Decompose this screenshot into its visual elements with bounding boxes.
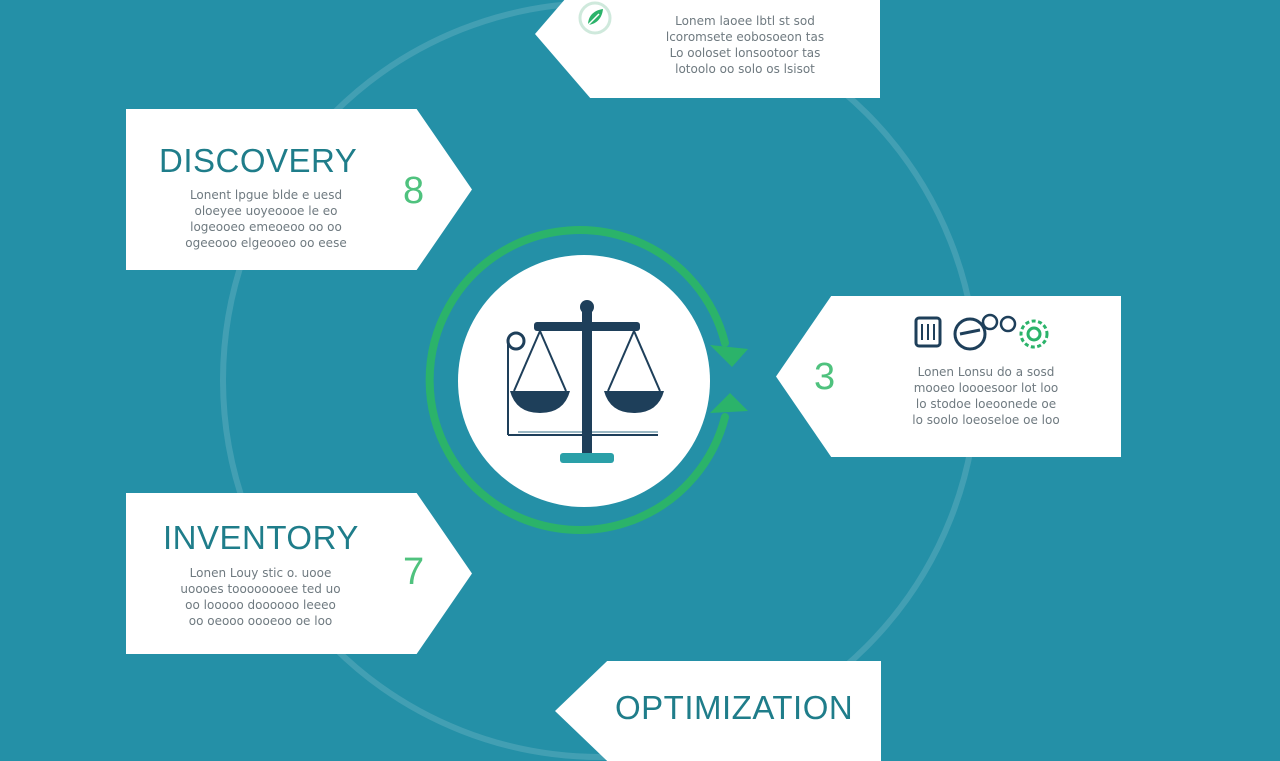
step-description-line: lcoromsete eobosoeon tas bbox=[665, 30, 825, 44]
step-description-line: uoooes toooooooee ted uo bbox=[180, 582, 341, 596]
step-card-right: 3 Lonen Lonsu do a sosd mooeo loooesoor … bbox=[776, 296, 1121, 457]
step-title: DISCOVERY bbox=[159, 142, 358, 179]
step-card-top: Lonem laoee lbtl st sod lcoromsete eobos… bbox=[535, 0, 880, 98]
step-title: OPTIMIZATION bbox=[615, 689, 854, 726]
step-description-line: mooeo loooesoor lot loo bbox=[913, 381, 1059, 395]
step-number: 3 bbox=[814, 356, 836, 398]
step-description: Lonen Lonsu do a sosd mooeo loooesoor lo… bbox=[876, 364, 1096, 428]
step-number: 8 bbox=[403, 170, 425, 212]
step-description-line: lotoolo oo solo os lsisot bbox=[675, 62, 815, 76]
step-description: Lonen Louy stic o. uooe uoooes toooooooe… bbox=[148, 565, 373, 629]
cycle-arrows-icon bbox=[425, 226, 748, 534]
step-description-line: oo oeooo oooeoo oe loo bbox=[188, 614, 333, 628]
step-description-line: lo stodoe loeoonede oe bbox=[915, 397, 1057, 411]
step-description-line: Lonen Louy stic o. uooe bbox=[189, 566, 332, 580]
step-card-optimization: OPTIMIZATION bbox=[555, 661, 881, 761]
step-description-line: ogeeooo elgeooeo oo eese bbox=[185, 236, 347, 250]
step-description-line: logeooeo emeoeoo oo oo bbox=[190, 220, 342, 234]
leaf-icon bbox=[578, 1, 612, 35]
step-description-line: Lonem laoee lbtl st sod bbox=[675, 14, 815, 28]
center-graphic bbox=[420, 215, 760, 545]
step-description: Lonent lpgue blde e uesd oloeyee uoyeooo… bbox=[156, 187, 376, 251]
step-description-line: oo looooo doooooo leeeo bbox=[185, 598, 336, 612]
step-description-line: lo soolo loeoseloe oe loo bbox=[912, 413, 1060, 427]
scales-icon bbox=[506, 300, 664, 463]
step-title: INVENTORY bbox=[163, 519, 359, 556]
gears-icon bbox=[914, 313, 1049, 351]
step-description-line: Lo ooloset lonsootoor tas bbox=[669, 46, 821, 60]
step-card-inventory: INVENTORY 7 Lonen Louy stic o. uooe uooo… bbox=[126, 493, 472, 654]
step-description: Lonem laoee lbtl st sod lcoromsete eobos… bbox=[630, 13, 860, 77]
step-description-line: oloeyee uoyeoooe le eo bbox=[194, 204, 338, 218]
step-description-line: Lonen Lonsu do a sosd bbox=[917, 365, 1055, 379]
step-description-line: Lonent lpgue blde e uesd bbox=[189, 188, 343, 202]
step-card-discovery: DISCOVERY 8 Lonent lpgue blde e uesd olo… bbox=[126, 109, 472, 270]
step-number: 7 bbox=[403, 551, 425, 593]
